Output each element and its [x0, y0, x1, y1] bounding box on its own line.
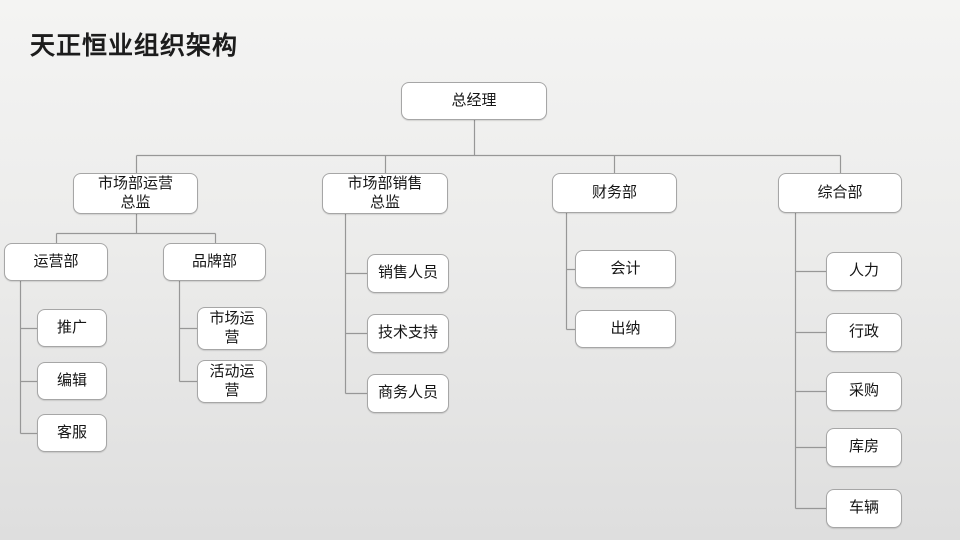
- org-node-general-manager: 总经理: [401, 82, 547, 120]
- connector-root-to-level2: [135, 120, 842, 173]
- connector-general-affairs-rail: [794, 213, 826, 510]
- connector-ops-director-to-depts: [55, 214, 217, 243]
- org-node-procurement: 采购: [826, 372, 902, 411]
- org-node-editor: 编辑: [37, 362, 107, 400]
- org-node-event-operations: 活动运 营: [197, 360, 267, 403]
- slide-title: 天正恒业组织架构: [30, 32, 239, 60]
- org-node-operations-dept: 运营部: [4, 243, 108, 281]
- org-node-promotion: 推广: [37, 309, 107, 347]
- connector-finance-dept-rail: [565, 213, 575, 331]
- org-node-customer-service: 客服: [37, 414, 107, 452]
- org-node-cashier: 出纳: [575, 310, 676, 348]
- org-node-marketing-sales-director: 市场部销售 总监: [322, 173, 448, 214]
- org-node-accounting: 会计: [575, 250, 676, 288]
- connector-operations-dept-rail: [19, 281, 37, 435]
- org-node-admin: 行政: [826, 313, 902, 352]
- org-node-business-staff: 商务人员: [367, 374, 449, 413]
- connector-brand-dept-rail: [178, 281, 197, 383]
- org-node-hr: 人力: [826, 252, 902, 291]
- connector-sales-director-rail: [344, 214, 367, 395]
- org-node-marketing-ops-director: 市场部运营 总监: [73, 173, 198, 214]
- org-node-finance-dept: 财务部: [552, 173, 677, 213]
- org-node-tech-support: 技术支持: [367, 314, 449, 353]
- org-node-general-affairs-dept: 综合部: [778, 173, 902, 213]
- org-node-brand-dept: 品牌部: [163, 243, 266, 281]
- org-node-warehouse: 库房: [826, 428, 902, 467]
- org-node-market-operations: 市场运 营: [197, 307, 267, 350]
- org-node-vehicles: 车辆: [826, 489, 902, 528]
- org-node-sales-staff: 销售人员: [367, 254, 449, 293]
